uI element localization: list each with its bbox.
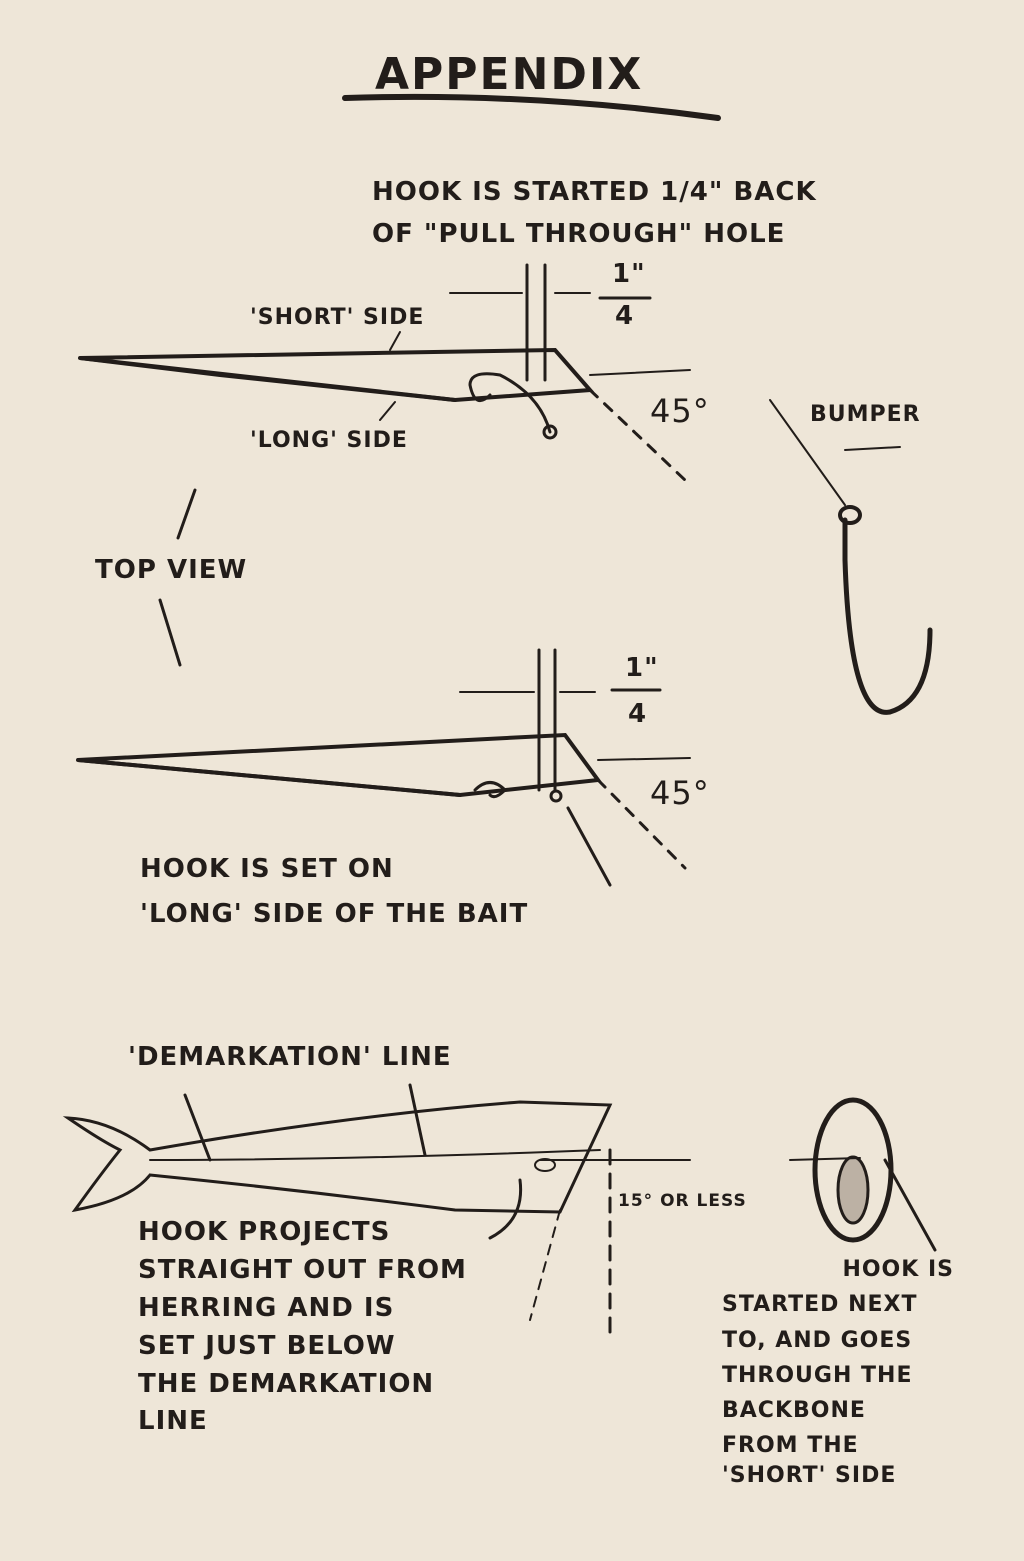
caption-line: THROUGH THE bbox=[722, 1362, 913, 1388]
cross-section-caption: HOOK IS STARTED NEXT TO, AND GOES THROUG… bbox=[722, 1257, 954, 1488]
demarkation-label: 'DEMARKATION' LINE bbox=[128, 1042, 452, 1072]
angle-label: 45° bbox=[650, 392, 710, 430]
caption-line: FROM THE bbox=[722, 1433, 859, 1459]
caption-line: HERRING AND IS bbox=[138, 1292, 395, 1323]
fraction-numerator-2: 1" bbox=[625, 653, 659, 683]
fraction-denominator-2: 4 bbox=[628, 699, 648, 729]
caption-line: STARTED NEXT bbox=[722, 1292, 918, 1318]
bumper-hook-icon bbox=[769, 399, 933, 715]
caption-line: HOOK PROJECTS bbox=[138, 1217, 391, 1247]
caption-line-1: HOOK IS SET ON bbox=[140, 854, 394, 884]
long-side-label: 'LONG' SIDE bbox=[250, 428, 408, 453]
caption-line: THE DEMARKATION bbox=[138, 1368, 435, 1399]
caption-line: SET JUST BELOW bbox=[138, 1330, 396, 1361]
bait-top-view-2 bbox=[76, 648, 691, 887]
herring-drawing bbox=[62, 1083, 691, 1342]
angle-note: 15° OR LESS bbox=[618, 1191, 747, 1211]
title-underline bbox=[342, 93, 721, 121]
caption-line: 'SHORT' SIDE bbox=[722, 1462, 897, 1488]
top-note-line-1: HOOK IS STARTED 1/4" BACK bbox=[372, 177, 817, 207]
hook-icon bbox=[468, 372, 552, 434]
cross-section-drawing bbox=[789, 1097, 937, 1252]
caption-line: TO, AND GOES bbox=[722, 1327, 913, 1353]
short-side-label: 'SHORT' SIDE bbox=[250, 305, 425, 330]
herring-caption: HOOK PROJECTS STRAIGHT OUT FROM HERRING … bbox=[138, 1217, 467, 1437]
page-title: APPENDIX bbox=[375, 49, 644, 100]
caption-line: HOOK IS bbox=[842, 1257, 954, 1282]
hook-icon bbox=[473, 781, 508, 799]
fraction-denominator: 4 bbox=[615, 301, 635, 331]
bait-top-view-1 bbox=[78, 263, 691, 482]
fraction-numerator: 1" bbox=[612, 259, 646, 289]
top-view-label: TOP VIEW bbox=[95, 555, 248, 585]
caption-line: BACKBONE bbox=[722, 1398, 866, 1424]
bumper-label: BUMPER bbox=[810, 402, 921, 427]
caption-line: STRAIGHT OUT FROM bbox=[138, 1254, 467, 1285]
caption-line-2: 'LONG' SIDE OF THE BAIT bbox=[140, 899, 529, 929]
top-note-line-2: OF "PULL THROUGH" HOLE bbox=[372, 219, 786, 249]
angle-label-2: 45° bbox=[650, 774, 710, 812]
caption-line: LINE bbox=[138, 1406, 208, 1437]
